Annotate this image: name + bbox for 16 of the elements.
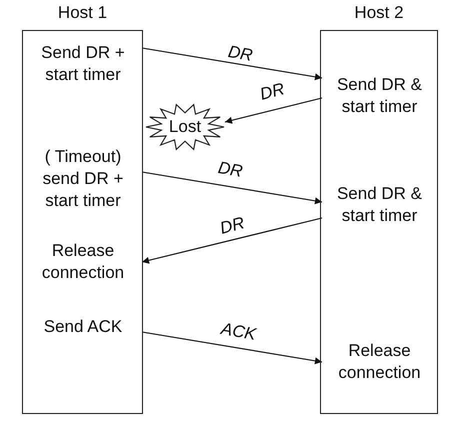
message-arrow [142,47,322,80]
message-arrow [142,217,322,264]
message-arrow [142,171,322,204]
action-text: ( Timeout) send DR + start timer [42,146,124,212]
lost-label: Lost [168,116,202,138]
action-text: Release connection [40,240,126,284]
host-label: Host 2 [353,3,405,23]
message-arrow [224,97,322,124]
action-text: Send DR + start timer [40,42,126,86]
action-text: Send DR & start timer [336,74,424,118]
action-text: Send DR & start timer [336,183,424,227]
message-arrow [142,331,322,364]
host-label: Host 1 [56,3,108,23]
lost-starburst [145,103,225,151]
action-text: Send ACK [44,316,122,338]
action-text: Release connection [337,340,422,384]
